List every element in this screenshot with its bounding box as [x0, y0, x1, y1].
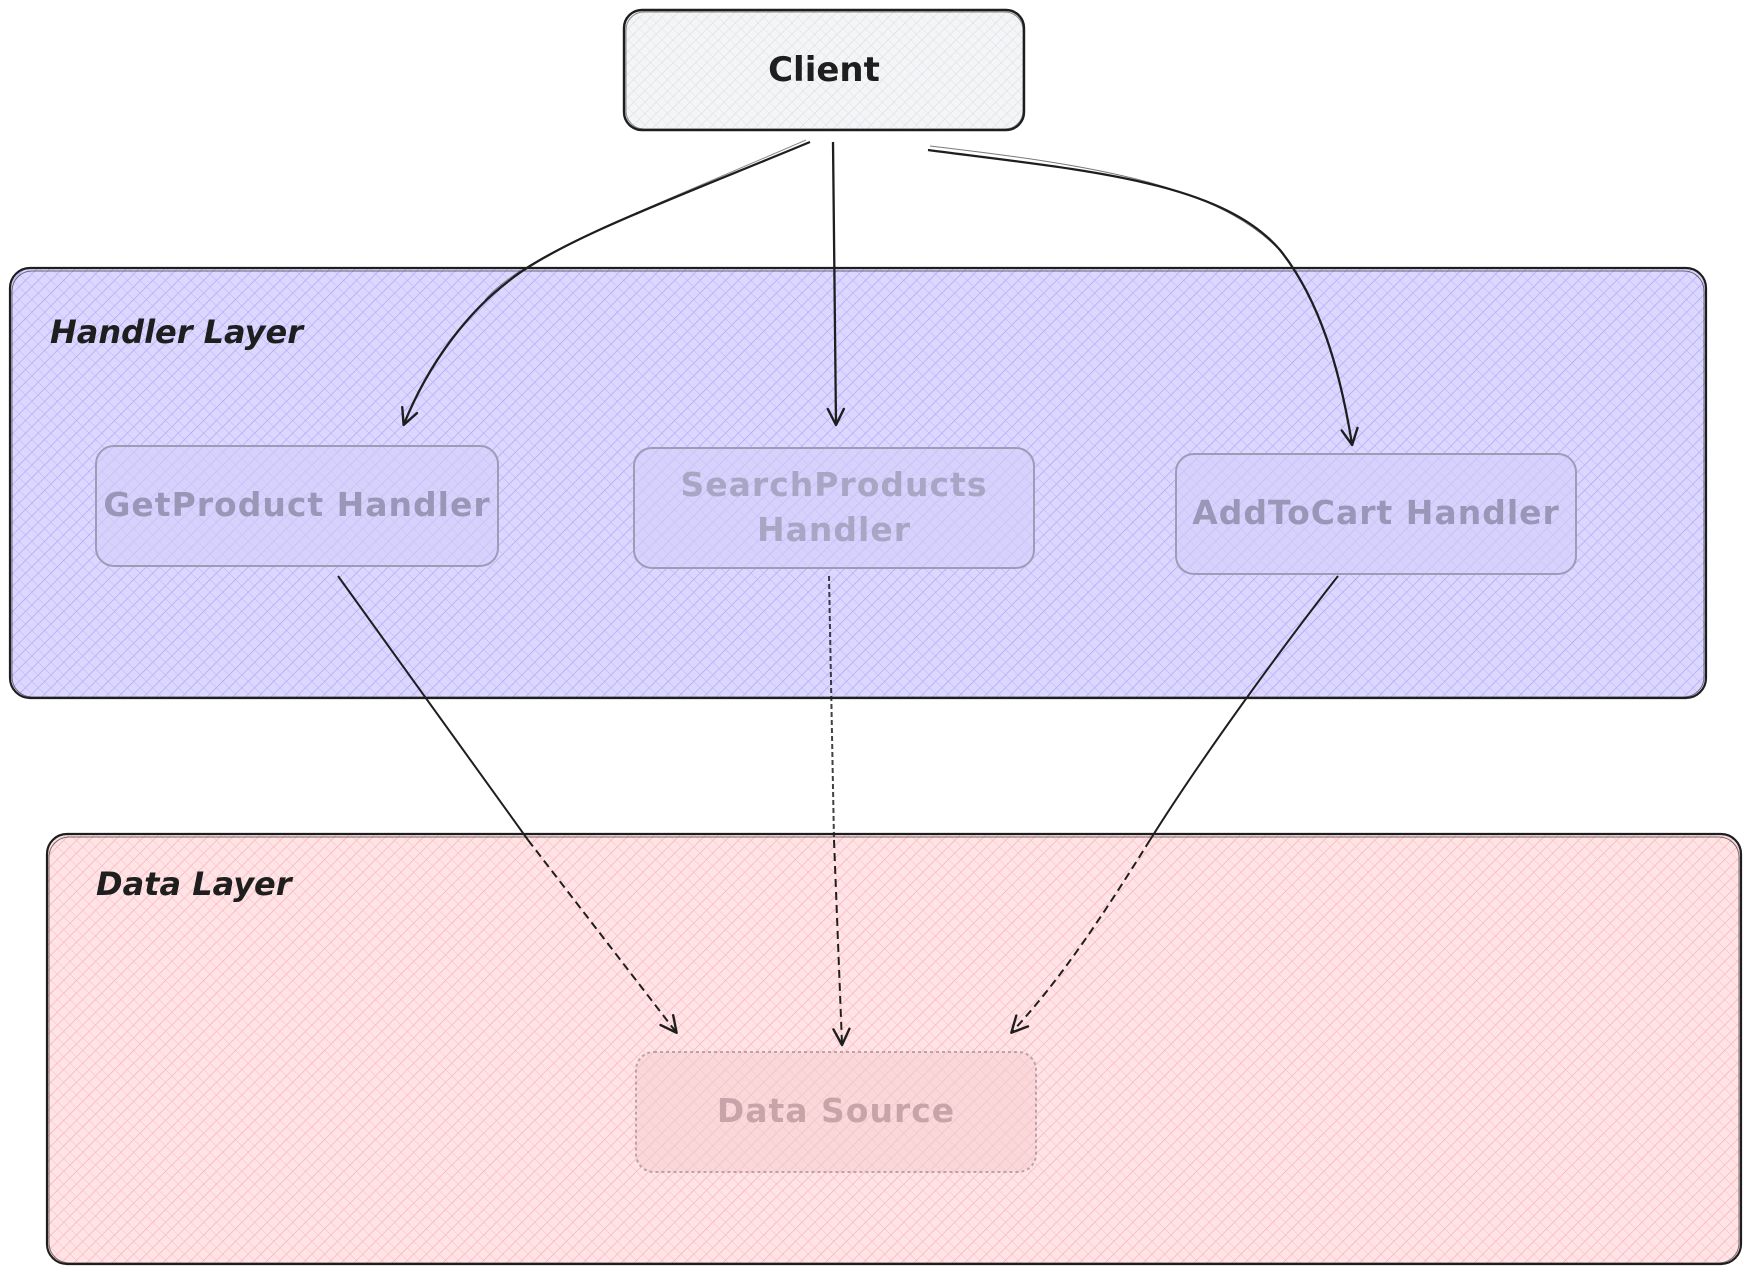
getproduct-handler-label: GetProduct Handler	[103, 485, 490, 524]
edge-getproduct-datasource	[527, 839, 678, 1034]
client-node[interactable]: Client	[622, 8, 1026, 132]
searchproducts-handler-label-line1: SearchProducts	[681, 465, 988, 504]
client-label: Client	[768, 50, 880, 90]
edge-searchproducts-datasource	[832, 839, 851, 1047]
edge-client-searchproducts	[826, 141, 846, 427]
data-layer: Data Layer	[45, 832, 1743, 1266]
edge-searchproducts-datasource-solid	[828, 575, 835, 841]
client-box	[622, 8, 1026, 132]
addtocart-handler-label: AddToCart Handler	[1192, 493, 1560, 532]
edge-getproduct-datasource-solid	[337, 575, 529, 841]
getproduct-handler-box	[95, 445, 499, 567]
data-source-label: Data Source	[717, 1091, 955, 1130]
edge-client-addtocart	[927, 148, 1359, 447]
handler-to-datasource-edges	[337, 575, 1339, 1047]
searchproducts-handler-box	[633, 447, 1035, 569]
getproduct-handler-node[interactable]: GetProduct Handler	[95, 445, 499, 567]
data-source-node[interactable]: Data Source	[635, 1051, 1037, 1173]
edge-addtocart-datasource-solid	[1149, 575, 1339, 841]
addtocart-handler-box	[1175, 453, 1577, 575]
data-source-box	[635, 1051, 1037, 1173]
handler-layer-title: Handler Layer	[50, 313, 305, 351]
client-to-handler-edges	[401, 139, 1359, 447]
data-layer-title: Data Layer	[96, 865, 294, 903]
data-layer-box	[45, 832, 1743, 1266]
addtocart-handler-node[interactable]: AddToCart Handler	[1175, 453, 1577, 575]
edge-addtocart-datasource	[1010, 839, 1151, 1034]
searchproducts-handler-node[interactable]: SearchProducts Handler	[633, 447, 1035, 569]
edge-client-getproduct	[401, 140, 811, 427]
searchproducts-handler-label-line2: Handler	[757, 510, 911, 549]
